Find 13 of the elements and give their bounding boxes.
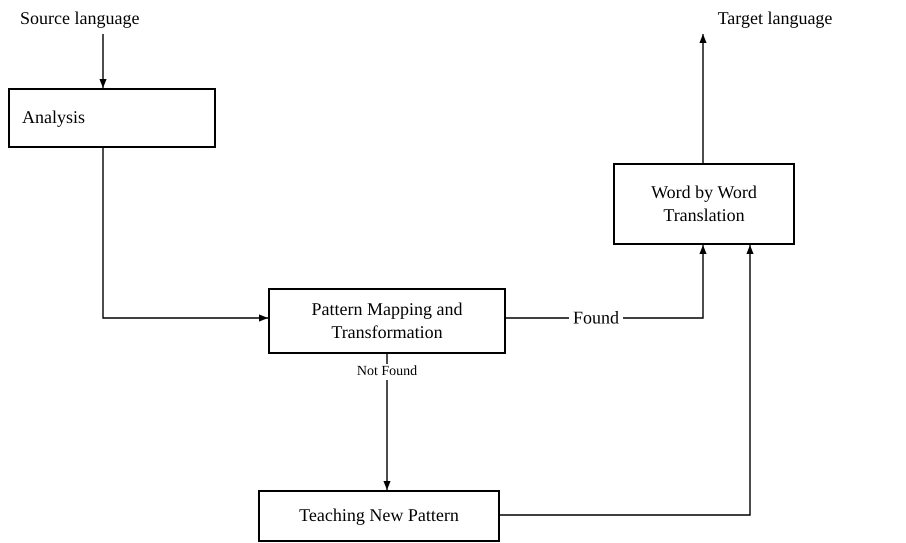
box-label: Teaching New Pattern	[299, 504, 459, 528]
box-label: Word by Word Translation	[650, 180, 758, 227]
arrow	[383, 354, 391, 490]
process-box	[258, 490, 500, 542]
process-box	[613, 163, 795, 245]
arrow	[102, 148, 268, 322]
arrow	[99, 34, 107, 88]
process-box	[8, 88, 216, 148]
arrow	[699, 34, 707, 163]
box-label: Analysis	[22, 106, 85, 130]
box-label: Pattern Mapping and Transformation	[310, 298, 464, 344]
arrow	[500, 245, 754, 516]
process-box	[268, 288, 506, 354]
